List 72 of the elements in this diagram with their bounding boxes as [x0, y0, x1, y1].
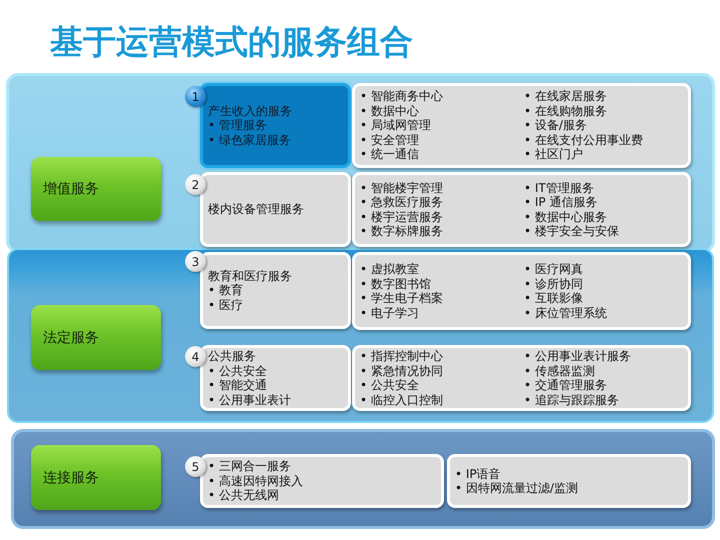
service-heading: 教育和医疗服务: [208, 268, 292, 284]
service-list-box: [352, 83, 691, 168]
list-item: • 学生电子档案: [360, 291, 443, 306]
list-item: • 临控入口控制: [360, 392, 443, 407]
list-item: • 公用事业表计服务: [524, 349, 631, 364]
service-list-box: [352, 252, 691, 330]
list-item: • 急救医疗服务: [360, 195, 443, 210]
section-panel: [9, 76, 712, 250]
list-item: • 智能楼宇管理: [360, 180, 443, 195]
number-badge: 5: [185, 456, 206, 477]
list-item: • 智能交通: [208, 378, 267, 392]
list-item: • 设备/服务: [524, 118, 587, 133]
list-item: • 指挥控制中心: [360, 349, 443, 364]
list-item: • 在线家居服务: [524, 89, 607, 104]
list-item: • 床位管理系统: [524, 306, 607, 320]
number-badge: 1: [185, 86, 206, 107]
number-badge: 2: [185, 174, 206, 195]
list-item: • 互联影像: [524, 291, 583, 306]
list-item: • 统一通信: [360, 147, 419, 162]
service-heading: 楼内设备管理服务: [208, 202, 304, 217]
list-item: • 教育: [208, 283, 243, 298]
list-item: • 公用事业表计: [208, 392, 291, 407]
service-box: [200, 252, 351, 329]
service-heading: 产生收入的服务: [208, 104, 292, 118]
service-list-box: [447, 454, 691, 508]
service-heading: 公共服务: [208, 349, 256, 364]
list-item: • 诊所协同: [524, 276, 583, 291]
list-item: • 公共无线网: [208, 488, 279, 503]
list-item: • 在线购物服务: [524, 104, 607, 118]
list-item: • 交通管理服务: [524, 378, 607, 392]
list-item: • 管理服务: [208, 118, 267, 133]
service-list-box: [352, 172, 691, 247]
list-item: • 因特网流量过滤/监测: [455, 481, 578, 496]
section-panel: [14, 432, 712, 526]
list-item: • 数据中心服务: [524, 210, 607, 224]
list-item: • IP 通信服务: [524, 195, 598, 210]
list-item: • 智能商务中心: [360, 89, 443, 104]
list-item: • 安全管理: [360, 132, 419, 148]
list-item: • 局域网管理: [360, 118, 431, 133]
category-block: 法定服务: [31, 305, 161, 370]
list-item: • 医疗网真: [524, 262, 583, 276]
list-item: • 三网合一服务: [208, 459, 291, 474]
service-box: [200, 454, 444, 508]
service-box: [200, 83, 351, 168]
list-item: • 社区门户: [524, 147, 583, 162]
list-item: • 医疗: [208, 298, 243, 312]
list-item: • 公共安全: [360, 378, 419, 392]
list-item: • 虚拟教室: [360, 262, 419, 276]
slide-title: 基于运营模式的服务组合: [50, 21, 413, 63]
list-item: • 高速因特网接入: [208, 474, 303, 488]
list-item: • 楼宇安全与安保: [524, 224, 619, 238]
service-box: [200, 345, 351, 411]
list-item: • 追踪与跟踪服务: [524, 392, 619, 407]
list-item: • 公共安全: [208, 364, 267, 378]
list-item: • 楼宇运营服务: [360, 210, 443, 224]
category-block: 连接服务: [31, 445, 161, 510]
list-item: • IT管理服务: [524, 180, 594, 195]
number-badge: 3: [185, 251, 206, 272]
category-block: 增值服务: [31, 157, 161, 221]
list-item: • 数字标牌服务: [360, 224, 443, 238]
list-item: • 电子学习: [360, 306, 419, 320]
list-item: • 绿色家居服务: [208, 132, 291, 148]
number-badge: 4: [185, 346, 206, 367]
section-panel: [9, 250, 712, 421]
service-list-box: [352, 345, 691, 411]
list-item: • 紧急情况协同: [360, 364, 443, 378]
list-item: • 传感器监测: [524, 364, 595, 378]
list-item: • 在线支付公用事业费: [524, 132, 643, 148]
list-item: • 数字图书馆: [360, 276, 431, 291]
list-item: • IP语音: [455, 466, 501, 481]
service-box: [200, 172, 351, 247]
list-item: • 数据中心: [360, 104, 419, 118]
